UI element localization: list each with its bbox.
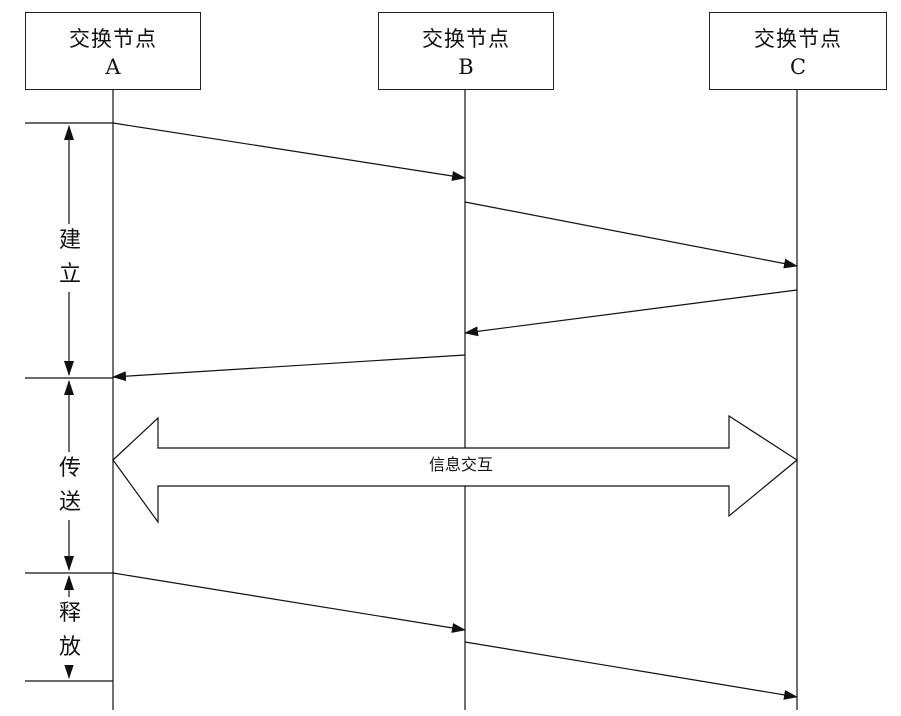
phase-setup-char-1: 建 — [58, 228, 81, 253]
node-box-c: 交换节点 C — [709, 12, 887, 90]
phase-release-char-2: 放 — [58, 635, 81, 660]
node-a-id: A — [105, 55, 121, 79]
node-box-a: 交换节点 A — [25, 12, 201, 90]
node-b-name: 交换节点 — [422, 27, 510, 51]
phase-label-release: 释 放 — [50, 597, 90, 665]
message-c-to-b-setup — [464, 289, 798, 337]
node-box-b: 交换节点 B — [378, 12, 554, 90]
node-c-id: C — [789, 55, 807, 79]
node-c-name: 交换节点 — [754, 27, 842, 51]
message-b-to-c-release — [464, 641, 798, 700]
phase-setup-char-2: 立 — [58, 262, 81, 287]
message-a-to-b-setup — [112, 122, 466, 181]
message-b-to-c-setup — [464, 201, 798, 269]
message-a-to-b-release — [112, 572, 466, 633]
phase-release-char-1: 释 — [58, 601, 81, 626]
phase-transfer-char-2: 送 — [58, 490, 81, 515]
phase-label-setup: 建 立 — [50, 224, 90, 292]
message-b-to-a-setup — [112, 354, 466, 382]
phase-label-transfer: 传 送 — [50, 452, 90, 520]
node-b-id: B — [458, 55, 474, 79]
node-a-name: 交换节点 — [69, 27, 157, 51]
phase-transfer-char-1: 传 — [58, 456, 81, 481]
exchange-label: 信息交互 — [405, 454, 517, 476]
